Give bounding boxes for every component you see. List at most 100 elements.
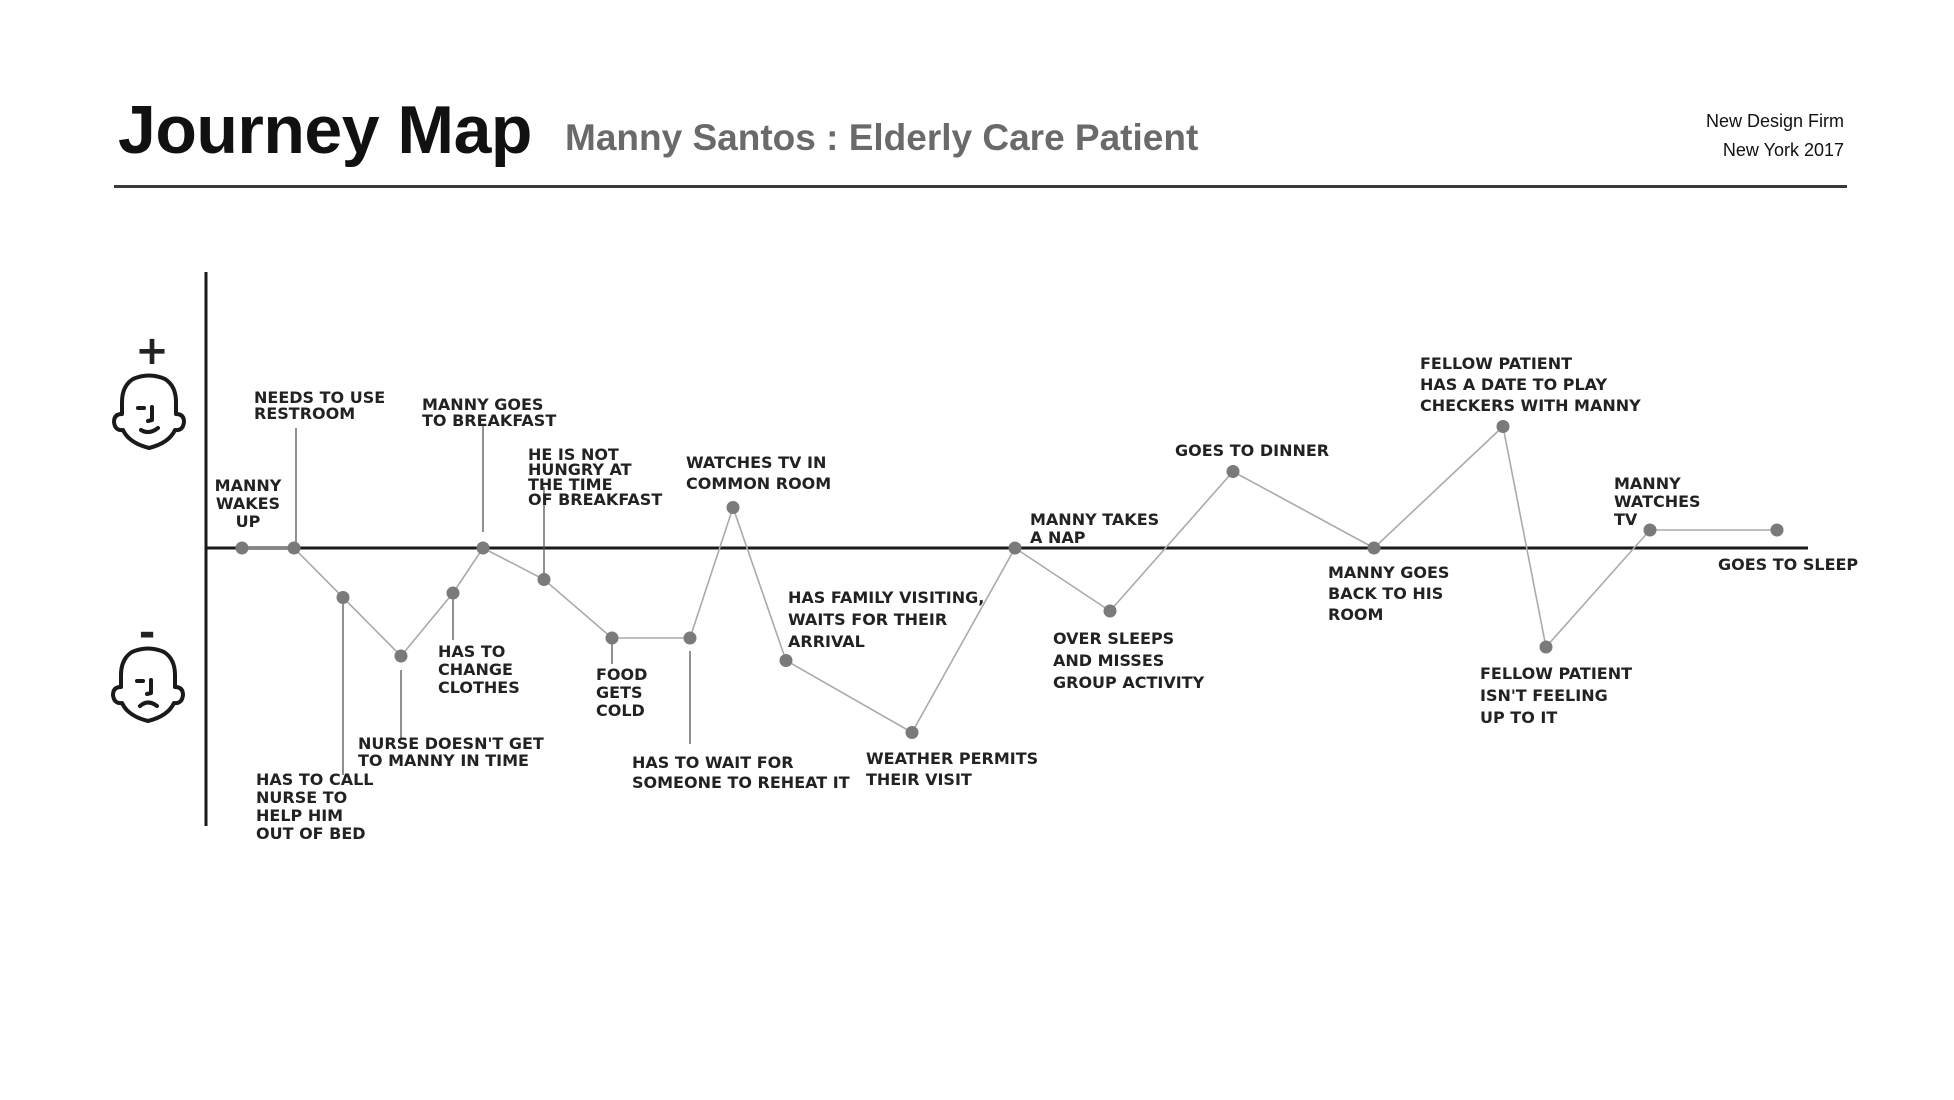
journey-point-label-line: ARRIVAL bbox=[788, 632, 865, 651]
journey-point-label-line: THE TIME bbox=[528, 475, 613, 494]
journey-point-label-line: WATCHES bbox=[1614, 492, 1701, 511]
journey-point bbox=[1496, 420, 1510, 433]
page-subtitle: Manny Santos : Elderly Care Patient bbox=[565, 117, 1199, 158]
journey-point bbox=[287, 541, 301, 555]
journey-point-label: GOES TO SLEEP bbox=[1718, 555, 1858, 574]
journey-point-label-line: GOES TO DINNER bbox=[1175, 441, 1329, 460]
journey-point-label-line: NEEDS TO USE bbox=[254, 388, 385, 407]
journey-point bbox=[779, 654, 793, 667]
journey-point-label-line: CHECKERS WITH MANNY bbox=[1420, 396, 1641, 415]
journey-line bbox=[242, 424, 1777, 734]
journey-point-label: WEATHER PERMITS THEIR VISIT bbox=[866, 749, 1038, 789]
journey-point-label-line: OUT OF BED bbox=[256, 824, 366, 843]
journey-point bbox=[1226, 465, 1240, 478]
journey-point-label-line: ISN'T FEELING bbox=[1480, 686, 1608, 705]
journey-point bbox=[726, 501, 740, 514]
journey-point-label-line: MANNY bbox=[1614, 474, 1681, 493]
journey-point-label-line: TV bbox=[1614, 510, 1638, 529]
journey-point-label-line: FOOD bbox=[596, 665, 647, 684]
journey-point-label-line: MANNY GOES bbox=[1328, 563, 1449, 582]
journey-point bbox=[683, 631, 697, 645]
journey-point-label: OVER SLEEPS AND MISSES GROUP ACTIVITY bbox=[1053, 629, 1205, 692]
journey-point bbox=[905, 726, 919, 739]
page-title: Journey Map bbox=[118, 92, 532, 168]
journey-point-label: GOES TO DINNER bbox=[1175, 441, 1329, 460]
journey-point-label-line: COMMON ROOM bbox=[686, 474, 831, 493]
journey-point bbox=[235, 541, 249, 555]
journey-point-label-line: RESTROOM bbox=[254, 404, 355, 423]
firm-name: New Design Firm bbox=[1705, 111, 1844, 131]
happy-face-icon bbox=[112, 373, 186, 450]
journey-point bbox=[605, 631, 619, 645]
journey-point-label-line: BACK TO HIS bbox=[1328, 584, 1443, 603]
journey-point bbox=[1770, 523, 1784, 537]
journey-point-label-line: THEIR VISIT bbox=[866, 770, 972, 789]
journey-point-label-line: WAITS FOR THEIR bbox=[788, 610, 947, 629]
negative-symbol: - bbox=[139, 610, 156, 656]
firm-info: New Design Firm New York 2017 bbox=[1706, 107, 1844, 165]
journey-point-label: WATCHES TV IN COMMON ROOM bbox=[686, 453, 831, 493]
journey-point-label-line: FELLOW PATIENT bbox=[1420, 354, 1572, 373]
journey-point-label: FELLOW PATIENT HAS A DATE TO PLAY CHECKERS… bbox=[1420, 354, 1641, 415]
journey-point-label-line: MANNY bbox=[215, 476, 282, 495]
journey-point-label-line: SOMEONE TO REHEAT IT bbox=[632, 773, 850, 792]
journey-point-label-line: AND MISSES bbox=[1053, 651, 1164, 670]
journey-point-label-line: MANNY GOES bbox=[422, 395, 543, 414]
journey-point-label-line: NURSE DOESN'T GET bbox=[358, 734, 544, 753]
journey-point bbox=[394, 649, 408, 663]
journey-point-label-line: MANNY TAKES bbox=[1030, 510, 1159, 529]
journey-point-label-line: WATCHES TV IN bbox=[686, 453, 826, 472]
journey-point bbox=[1103, 604, 1117, 618]
journey-point bbox=[446, 586, 460, 600]
firm-location-year: New York 2017 bbox=[1722, 140, 1844, 160]
journey-point bbox=[1008, 541, 1022, 555]
journey-point bbox=[476, 541, 490, 555]
journey-point-label-line: OF BREAKFAST bbox=[528, 490, 662, 509]
journey-point-label-line: HAS FAMILY VISITING, bbox=[788, 588, 984, 607]
journey-point-label-line: TO MANNY IN TIME bbox=[358, 751, 529, 770]
journey-point-label-line: CHANGE bbox=[438, 660, 513, 679]
journey-point-label-line: GROUP ACTIVITY bbox=[1053, 673, 1205, 692]
journey-point-label-line: WAKES bbox=[216, 494, 280, 513]
journey-point-label-line: HAS A DATE TO PLAY bbox=[1420, 375, 1608, 394]
header-divider bbox=[114, 185, 1847, 188]
journey-points bbox=[235, 420, 1784, 739]
journey-point-label-line: GOES TO SLEEP bbox=[1718, 555, 1858, 574]
journey-point-label-line: ROOM bbox=[1328, 605, 1383, 624]
journey-point-label-line: NURSE TO bbox=[256, 788, 347, 807]
journey-point-label-line: COLD bbox=[596, 701, 645, 720]
journey-point bbox=[537, 573, 551, 586]
journey-point bbox=[1643, 523, 1657, 537]
journey-point-label-line: HAS TO bbox=[438, 642, 505, 661]
journey-point-label: HAS FAMILY VISITING, WAITS FOR THEIR ARRIV… bbox=[788, 588, 984, 651]
journey-point-label-line: WEATHER PERMITS bbox=[866, 749, 1038, 768]
journey-point-label-line: OVER SLEEPS bbox=[1053, 629, 1174, 648]
journey-point-label-line: HAS TO CALL bbox=[256, 770, 373, 789]
journey-point-label: MANNY GOES BACK TO HIS ROOM bbox=[1328, 563, 1449, 624]
journey-point bbox=[1367, 541, 1381, 555]
journey-point bbox=[1539, 640, 1553, 654]
journey-point-label-line: GETS bbox=[596, 683, 643, 702]
sad-face-icon bbox=[111, 646, 185, 723]
journey-point-label: FELLOW PATIENT ISN'T FEELING UP TO IT bbox=[1480, 664, 1632, 727]
journey-point-label-line: FELLOW PATIENT bbox=[1480, 664, 1632, 683]
journey-point bbox=[336, 591, 350, 604]
journey-point-label-line: HELP HIM bbox=[256, 806, 343, 825]
journey-point-label-line: HE IS NOT bbox=[528, 445, 619, 464]
journey-point-label-line: UP TO IT bbox=[1480, 708, 1557, 727]
label-leaders bbox=[295, 426, 691, 775]
journey-point-label-line: CLOTHES bbox=[438, 678, 520, 697]
journey-point-label-line: HAS TO WAIT FOR bbox=[632, 753, 794, 772]
journey-point-label-line: UP bbox=[236, 512, 261, 531]
journey-point-label-line: HUNGRY AT bbox=[528, 460, 632, 479]
